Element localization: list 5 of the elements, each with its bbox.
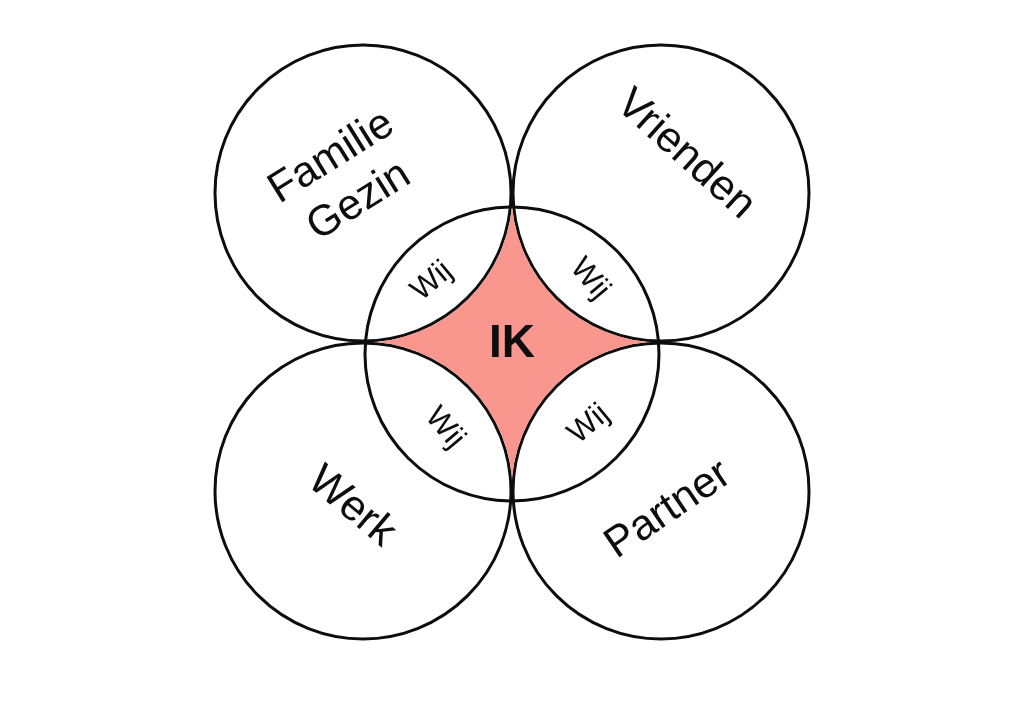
center-label: IK bbox=[489, 314, 535, 370]
overlap-label: Wij bbox=[418, 399, 474, 455]
overlap-label: Wij bbox=[560, 395, 616, 451]
overlap-label: Wij bbox=[563, 250, 619, 306]
overlap-label: Wij bbox=[403, 252, 459, 308]
